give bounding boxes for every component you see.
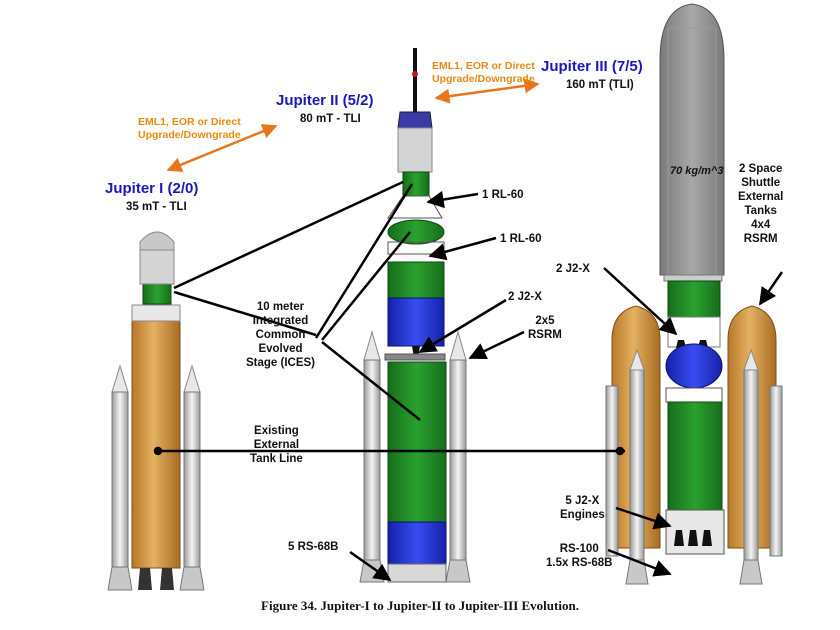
- jupiter-1-right-srb: [179, 364, 205, 591]
- jupiter-3-right-external-tank: [727, 305, 783, 585]
- upgrade-label-1-line-1: EML1, EOR or Direct: [138, 116, 241, 128]
- jupiter-1-title: Jupiter I (2/0): [105, 180, 199, 197]
- rsrm-2x5-label: 2x5 RSRM: [528, 314, 562, 342]
- rsrm-2x5-line-2: RSRM: [528, 329, 562, 341]
- upgrade-label-1: EML1, EOR or Direct Upgrade/Downgrade: [138, 116, 241, 142]
- j2x-right-label: 2 J2-X: [556, 263, 590, 275]
- existing-tank-line-1: Existing: [254, 425, 299, 437]
- jupiter-3-title: Jupiter III (7/5): [541, 58, 643, 75]
- jupiter-2-payload: 80 mT - TLI: [300, 113, 361, 125]
- figure-caption: Figure 34. Jupiter-I to Jupiter-II to Ju…: [261, 598, 579, 613]
- ices-label: 10 meter Integrated Common Evolved Stage…: [246, 300, 315, 370]
- rl60-top-label: 1 RL-60: [482, 189, 524, 201]
- upgrade-label-2: EML1, EOR or Direct Upgrade/Downgrade: [432, 60, 535, 86]
- jupiter-1-rocket: [107, 231, 205, 591]
- shuttle-tanks-line-5: 4x4: [751, 219, 771, 231]
- jupiter-2-left-srb: [359, 330, 385, 583]
- jupiter-2-core-stage: [387, 361, 447, 523]
- jupiter-2-rocket: [359, 48, 471, 583]
- shuttle-tanks-line-4: Tanks: [744, 205, 777, 217]
- ices-line-1: 10 meter: [256, 301, 305, 313]
- rs100-label: RS-100 1.5x RS-68B: [546, 542, 612, 570]
- jupiter-3-payload: 160 mT (TLI): [566, 79, 634, 91]
- shuttle-tanks-line-3: External: [738, 191, 784, 203]
- rsrm-2x5-line-1: 2x5: [535, 315, 555, 327]
- ices-line-4: Evolved: [258, 343, 303, 355]
- rs100-line-1: RS-100: [559, 543, 599, 555]
- ices-line-2: Integrated: [252, 315, 309, 327]
- upgrade-label-2-line-2: Upgrade/Downgrade: [432, 73, 535, 85]
- j2x-engines-line-1: 5 J2-X: [565, 495, 600, 507]
- upgrade-label-1-line-2: Upgrade/Downgrade: [138, 129, 241, 141]
- existing-tank-line-2: External: [253, 439, 300, 451]
- shuttle-tanks-label: 2 Space Shuttle External Tanks 4x4 RSRM: [738, 162, 783, 246]
- rs68b-label: 5 RS-68B: [288, 541, 339, 553]
- jupiter-3-left-external-tank: [605, 305, 661, 585]
- ices-line-5: Stage (ICES): [246, 357, 316, 369]
- shuttle-tanks-line-2: Shuttle: [741, 177, 781, 189]
- ices-line-3: Common: [255, 329, 306, 341]
- shuttle-tanks-line-1: 2 Space: [738, 163, 783, 175]
- j2x-engines-label: 5 J2-X Engines: [560, 494, 605, 522]
- density-label: 70 kg/m^3: [670, 165, 724, 177]
- jupiter-2-right-srb: [445, 330, 471, 583]
- shuttle-tanks-line-6: RSRM: [743, 233, 778, 245]
- upgrade-arrow-1: [166, 124, 278, 172]
- jupiter-1-left-srb: [107, 364, 133, 591]
- jupiter-3-core-stage: [667, 401, 723, 511]
- existing-tank-label: Existing External Tank Line: [250, 424, 303, 466]
- jupiter-1-payload: 35 mT - TLI: [126, 201, 187, 213]
- rl60-mid-label: 1 RL-60: [500, 233, 542, 245]
- leader-lines: [153, 180, 784, 582]
- jupiter-1-upper-stage: [142, 283, 172, 305]
- existing-tank-line-3: Tank Line: [250, 453, 303, 465]
- jupiter-2-title: Jupiter II (5/2): [276, 92, 374, 109]
- j2x-middle-label: 2 J2-X: [508, 291, 542, 303]
- rs100-line-2: 1.5x RS-68B: [546, 557, 613, 569]
- j2x-engines-line-2: Engines: [560, 509, 605, 521]
- upgrade-label-2-line-1: EML1, EOR or Direct: [432, 60, 535, 72]
- jupiter-1-core-tank: [131, 319, 181, 569]
- jupiter-3-rocket: [605, 3, 783, 585]
- upgrade-arrow-2: [434, 78, 540, 104]
- jupiter-3-payload-fairing: [659, 3, 725, 276]
